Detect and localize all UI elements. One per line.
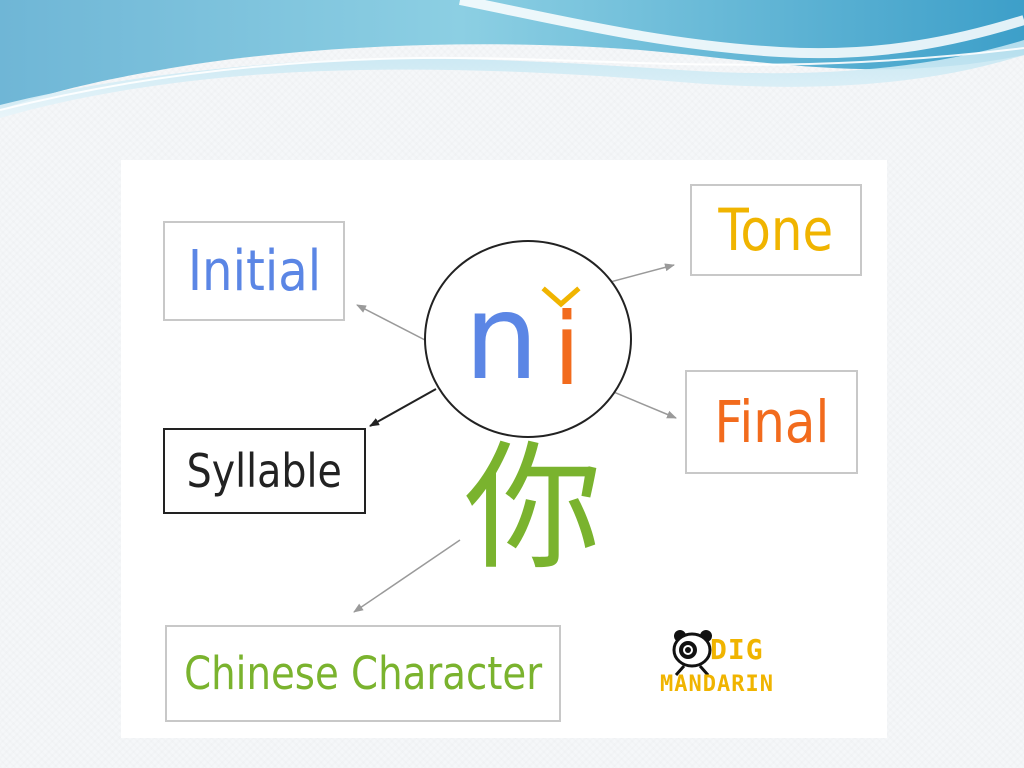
tone-label: Tone	[718, 196, 834, 264]
header-wave	[0, 0, 1024, 118]
pinyin-initial-n: n	[464, 268, 539, 406]
dig-mandarin-logo: DIG MANDARIN	[660, 626, 850, 706]
logo-text-dig: DIG	[710, 633, 764, 666]
initial-label-box: Initial	[163, 221, 345, 321]
tone-mark-icon	[541, 286, 581, 308]
syllable-circle	[424, 240, 632, 438]
arrow-to-syllable	[369, 388, 437, 427]
pinyin-final-i: i	[553, 291, 581, 408]
syllable-label-box: Syllable	[163, 428, 366, 514]
logo-text-mandarin: MANDARIN	[660, 672, 774, 697]
final-label: Final	[714, 388, 829, 456]
initial-label: Initial	[187, 238, 321, 304]
panda-camera-icon	[672, 630, 712, 676]
hanzi-character: 你	[464, 428, 603, 589]
arrow-to-character	[353, 539, 461, 613]
chinese-character-label: Chinese Character	[184, 647, 542, 700]
chinese-character-label-box: Chinese Character	[165, 625, 561, 722]
tone-label-box: Tone	[690, 184, 862, 276]
syllable-label: Syllable	[186, 444, 343, 498]
final-label-box: Final	[685, 370, 858, 474]
